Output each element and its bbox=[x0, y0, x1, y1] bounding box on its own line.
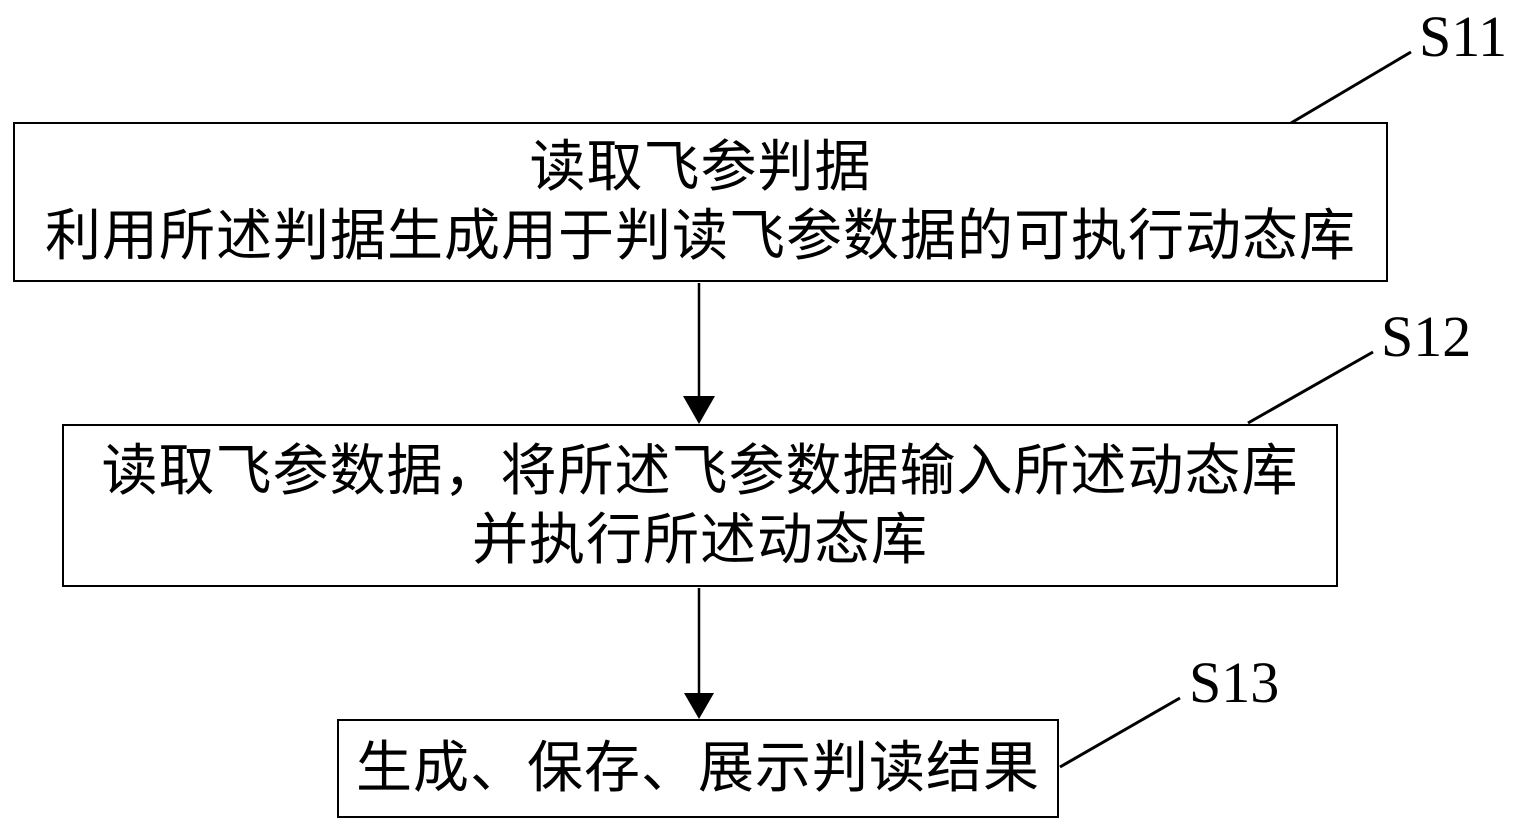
step-box-read-criteria: 读取飞参判据 利用所述判据生成用于判读飞参数据的可执行动态库 bbox=[13, 122, 1388, 282]
step-label-s12: S12 bbox=[1381, 304, 1472, 369]
flow-arrow-1-head bbox=[683, 396, 715, 424]
flow-arrow-2-head bbox=[684, 693, 714, 719]
step-label-s13: S13 bbox=[1189, 650, 1280, 715]
step1-text-line1: 读取飞参判据 bbox=[529, 135, 872, 200]
step2-text-line1: 读取飞参数据，将所述飞参数据输入所述动态库 bbox=[101, 438, 1299, 504]
step-box-read-data-execute: 读取飞参数据，将所述飞参数据输入所述动态库 并执行所述动态库 bbox=[62, 424, 1338, 587]
step-box-show-results: 生成、保存、展示判读结果 bbox=[337, 719, 1059, 818]
step1-text-line2: 利用所述判据生成用于判读飞参数据的可执行动态库 bbox=[45, 204, 1356, 269]
leader-line-s11 bbox=[1290, 50, 1412, 125]
step-label-s11: S11 bbox=[1419, 4, 1508, 69]
step3-text-line1: 生成、保存、展示判读结果 bbox=[356, 736, 1040, 801]
leader-line-s12 bbox=[1247, 350, 1374, 425]
leader-line-s13 bbox=[1059, 696, 1181, 769]
step2-text-line2: 并执行所述动态库 bbox=[472, 507, 928, 573]
